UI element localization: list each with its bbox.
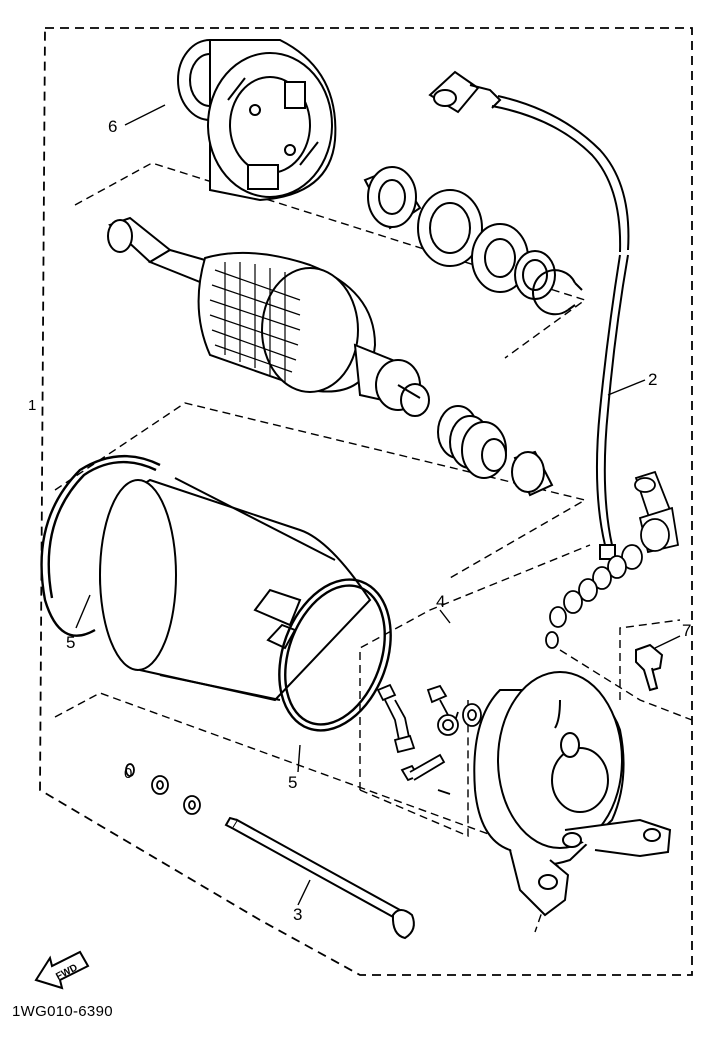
callout-2: 2 (648, 370, 657, 389)
callout-6: 6 (108, 117, 117, 136)
bolt-7 (635, 643, 664, 692)
small-washers (125, 763, 201, 815)
o-ring-right (278, 578, 392, 732)
through-bolt (224, 816, 415, 940)
yoke (98, 477, 372, 702)
brush-group-outline (54, 402, 587, 579)
callout-1: 1 (28, 397, 36, 414)
callout-4: 4 (436, 592, 445, 611)
terminal-bolt-assembly (376, 683, 482, 795)
callout-7: 7 (682, 621, 691, 640)
callout-3: 3 (293, 905, 302, 924)
callout-5-right: 5 (288, 773, 297, 792)
front-cover-brush-holder (177, 39, 337, 202)
armature (107, 216, 430, 417)
rear-cover (473, 671, 672, 917)
fwd-arrow-icon (34, 950, 90, 990)
bearing-set (363, 166, 583, 316)
callout-0: 0 (124, 765, 132, 782)
callout-5-left: 5 (66, 633, 75, 652)
terminal-group-outline (359, 544, 693, 838)
assembly-boundary (39, 27, 693, 976)
drawing-code: 1WG010-6390 (12, 1003, 113, 1020)
leader-lines (75, 104, 681, 906)
lead-wire (428, 70, 630, 560)
thrust-washers (437, 405, 554, 497)
terminal-hardware (545, 470, 680, 649)
o-ring-left (40, 455, 161, 637)
armature-group-outline (74, 162, 587, 359)
